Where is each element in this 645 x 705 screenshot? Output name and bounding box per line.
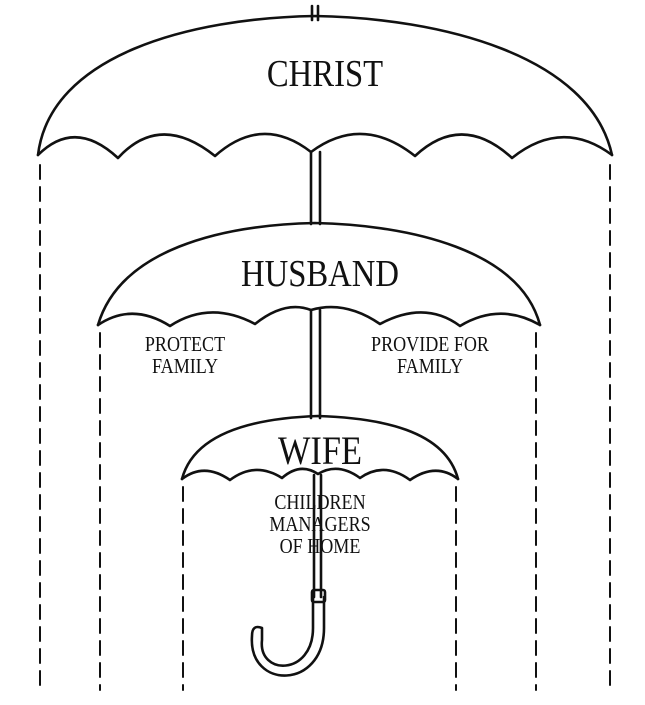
outer-umbrella-edges <box>39 164 611 691</box>
husband-label: HUSBAND <box>241 253 399 295</box>
christ-label: CHRIST <box>266 53 384 95</box>
outer-umbrella-canopy <box>36 14 614 160</box>
umbrella-handle <box>250 595 326 677</box>
wife-label: WIFE <box>277 428 363 473</box>
protect-family-label: PROTECT FAMILY <box>144 332 226 378</box>
middle-umbrella-canopy <box>96 221 542 328</box>
middle-umbrella-edges <box>99 332 537 691</box>
inner-umbrella-edges <box>182 486 457 691</box>
inner-umbrella-canopy <box>180 414 460 482</box>
children-managers-label: CHILDREN MANAGERS OF HOME <box>269 490 371 558</box>
handle-collar <box>310 588 327 604</box>
provide-for-family-label: PROVIDE FOR FAMILY <box>371 332 489 378</box>
umbrella-shaft <box>309 4 323 599</box>
